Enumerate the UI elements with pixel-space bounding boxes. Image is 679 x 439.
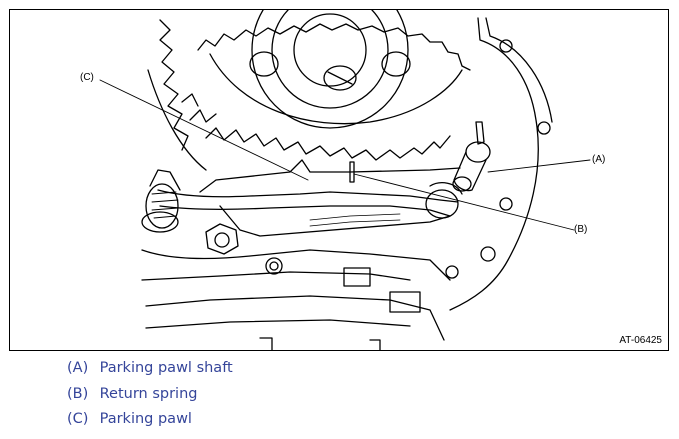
legend-text: Return spring [99,385,198,402]
left-gear [147,19,207,171]
callout-b: (B) [574,224,588,235]
parking-pawl [157,159,461,237]
legend: (A) Parking pawl shaft (B) Return spring… [67,360,233,437]
legend-text: Parking pawl shaft [99,360,233,376]
leader-lines [99,79,591,231]
callout-c: (C) [80,72,94,83]
legend-key: (B) [67,385,89,402]
pivot-bolt [141,169,181,233]
parking-pawl-shaft [425,121,491,219]
transmission-line-drawing [99,10,591,350]
legend-item: (C) Parking pawl [67,411,233,437]
return-spring [349,161,355,183]
legend-text: Parking pawl [99,411,192,427]
hex-bolt [205,223,239,255]
legend-key: (A) [67,360,89,376]
figure-id-label: AT-06425 [619,335,662,346]
diagram-frame: (C) (A) (B) AT-06425 [9,9,669,351]
transmission-case [141,17,553,350]
ring-gear [181,10,471,161]
callout-a: (A) [592,154,606,165]
legend-key: (C) [67,411,89,427]
legend-item: (B) Return spring [67,386,233,412]
legend-item: (A) Parking pawl shaft [67,360,233,386]
